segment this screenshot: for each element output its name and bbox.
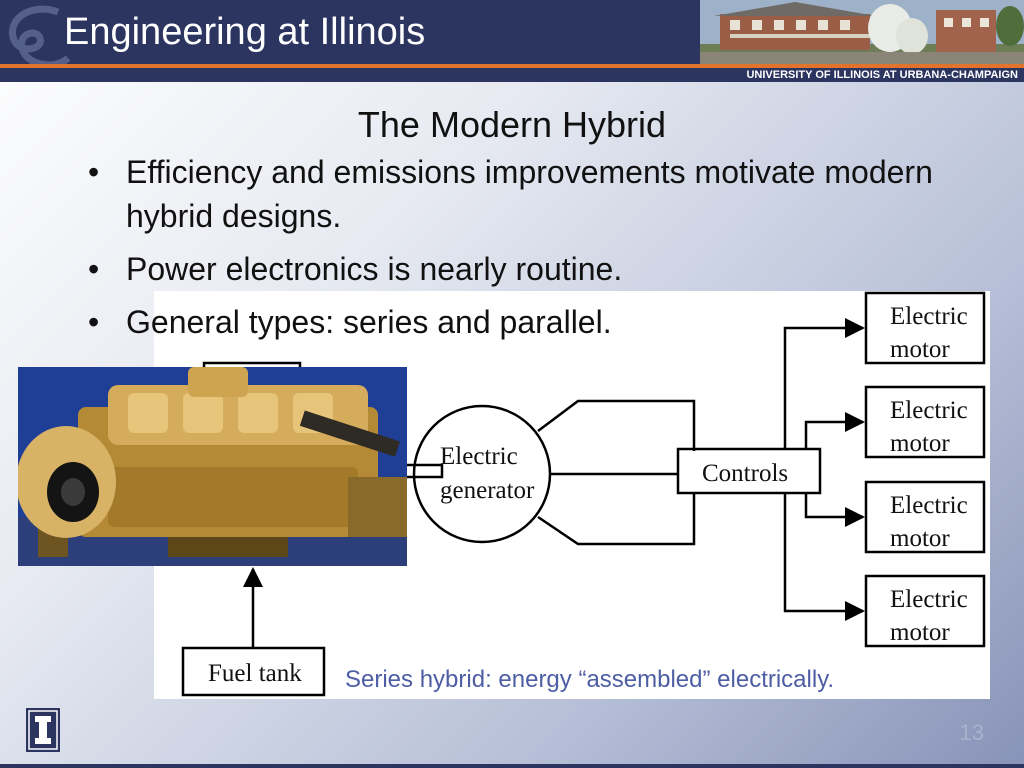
campus-building-photo [700,0,1024,64]
university-bar: UNIVERSITY OF ILLINOIS AT URBANA-CHAMPAI… [0,68,1024,82]
page-number: 13 [959,720,984,745]
generator-label-line2: generator [440,477,535,504]
bullet-glyph: • [88,304,100,340]
bullet-text: Efficiency and emissions improvements mo… [126,154,933,234]
link-motor-1 [783,318,865,449]
bullet-text: General types: series and parallel. [126,304,612,340]
university-name: UNIVERSITY OF ILLINOIS AT URBANA-CHAMPAI… [746,69,1018,81]
accent-stripe [0,64,1024,68]
bullet-glyph: • [88,251,100,287]
generator-link-upper [537,399,696,451]
fuel-tank-label: Fuel tank [208,660,302,687]
header-banner: Engineering at Illinois [0,0,1024,64]
motor-1-label-line2: motor [890,336,950,363]
controls-box [676,447,822,495]
motor-box-3 [864,480,986,554]
diesel-engine-photo [18,367,407,566]
slide-title: The Modern Hybrid [357,104,667,145]
generator-label-line1: Electric [440,443,518,470]
bullet-glyph: • [88,154,100,190]
motor-2-label-line2: motor [890,430,950,457]
generator-circle [412,404,552,544]
motor-box-4 [864,574,986,648]
motor-3-label-line1: Electric [890,492,968,519]
bullet-item: • Power electronics is nearly routine. [80,247,960,291]
bullet-item: • Efficiency and emissions improvements m… [80,150,960,238]
script-e-watermark-icon [9,5,71,64]
motor-1-label-line1: Electric [890,303,968,330]
footer-line [0,764,1024,768]
motor-box-2 [864,385,986,459]
link-motor-2 [804,412,865,449]
controls-label: Controls [702,460,788,487]
motor-4-label-line1: Electric [890,586,968,613]
generator-link-lower [537,493,696,546]
motor-2-label-line1: Electric [890,397,968,424]
motor-4-label-line2: motor [890,619,950,646]
motor-box-1 [864,291,986,365]
link-motor-3 [804,493,865,527]
link-motor-4 [783,493,865,621]
bullet-text: Power electronics is nearly routine. [126,251,623,287]
motor-3-label-line2: motor [890,525,950,552]
bullet-item: • General types: series and parallel. [80,300,960,344]
block-i-logo-icon [26,708,60,752]
diagram-caption: Series hybrid: energy “assembled” electr… [345,666,835,693]
bullet-list: • Efficiency and emissions improvements m… [80,150,960,353]
header-title: Engineering at Illinois [64,11,426,53]
